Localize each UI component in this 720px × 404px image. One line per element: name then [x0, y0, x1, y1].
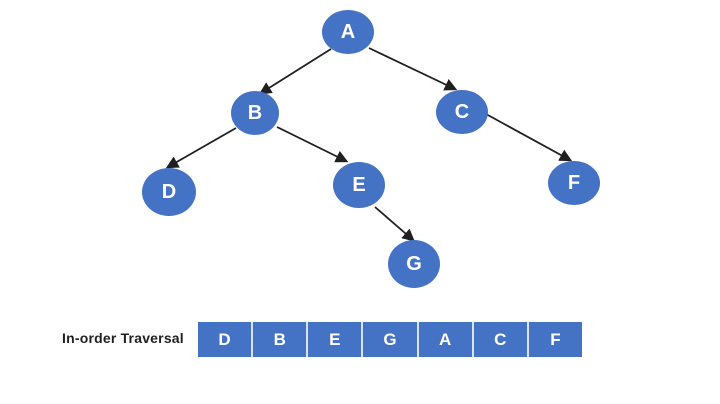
edge-E-G — [374, 206, 415, 242]
traversal-cell: C — [473, 322, 529, 357]
traversal-result-row: D B E G A C F — [198, 322, 582, 357]
edge-A-C — [368, 47, 458, 91]
traversal-cell: D — [198, 322, 254, 357]
traversal-title: In-order Traversal — [62, 330, 184, 346]
node-A-label: A — [341, 21, 355, 43]
node-G-label: G — [406, 253, 422, 275]
node-F-label: F — [568, 172, 580, 194]
edge-C-F — [485, 113, 573, 162]
traversal-cell: A — [418, 322, 474, 357]
traversal-cell: E — [308, 322, 364, 357]
node-B-label: B — [248, 102, 262, 124]
edge-A-B — [258, 48, 332, 95]
tree-node-C: C — [436, 90, 488, 134]
tree-node-A: A — [322, 10, 374, 54]
traversal-cell: F — [528, 322, 582, 357]
edge-B-D — [165, 127, 237, 169]
edge-B-E — [276, 126, 349, 163]
tree-edges — [165, 47, 573, 242]
node-E-label: E — [352, 174, 365, 196]
node-D-label: D — [162, 181, 176, 203]
tree-node-E: E — [333, 162, 385, 208]
tree-node-G: G — [388, 240, 440, 288]
node-C-label: C — [455, 101, 469, 123]
tree-node-F: F — [548, 161, 600, 205]
traversal-cell: B — [253, 322, 309, 357]
tree-node-B: B — [231, 91, 279, 135]
tree-node-D: D — [142, 168, 196, 216]
traversal-cell: G — [363, 322, 419, 357]
